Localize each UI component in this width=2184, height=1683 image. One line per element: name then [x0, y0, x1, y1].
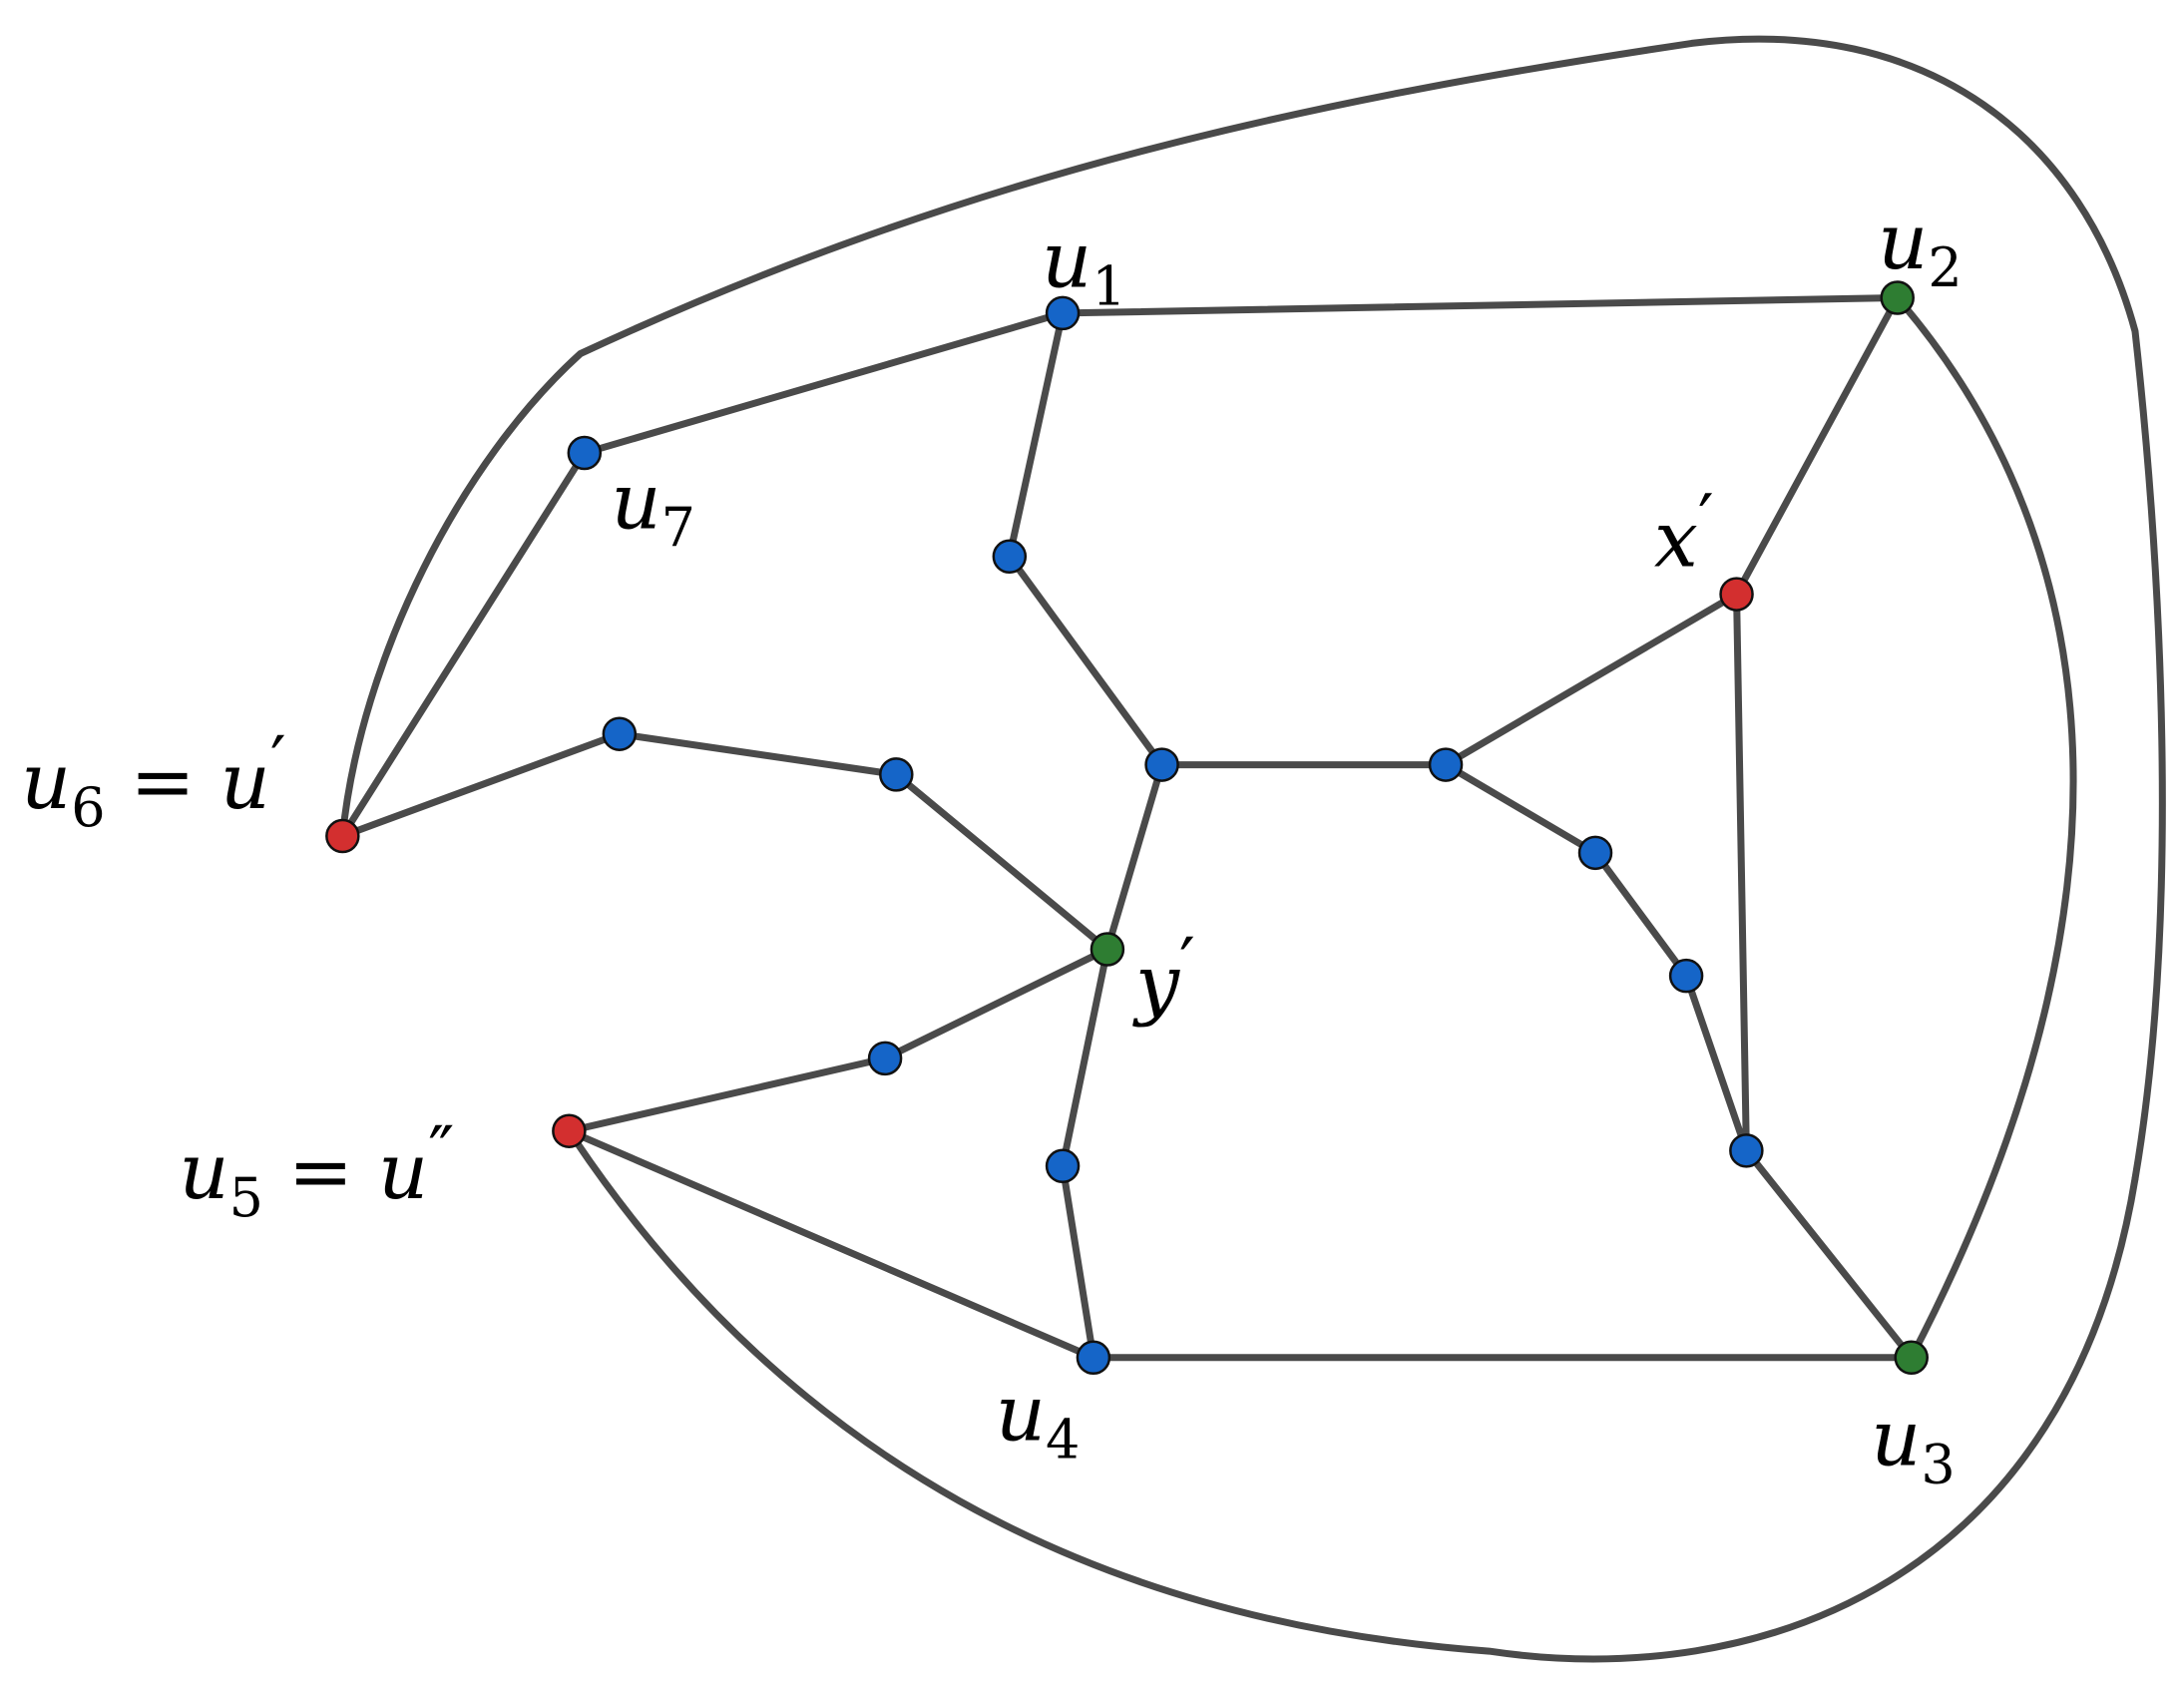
edge-b1-b2 — [616, 730, 900, 778]
edge-u1-u2 — [1059, 294, 1902, 317]
edge-u1-u7 — [581, 309, 1067, 457]
vertex-f1 — [1045, 1148, 1081, 1184]
edge-c2-x — [1442, 591, 1741, 769]
vertex-b1 — [602, 716, 638, 751]
vertex-u5 — [552, 1113, 587, 1148]
vertex-d2 — [1668, 958, 1704, 994]
vertex-u7 — [567, 435, 603, 471]
vertex-c2 — [1428, 747, 1464, 782]
label-u6: u6 = u′ — [21, 721, 286, 839]
vertex-u1 — [1045, 295, 1081, 331]
edge-u5-u3 — [565, 1127, 2139, 1663]
edge-u5-u4 — [565, 1127, 1097, 1362]
label-u1: u1 — [1042, 215, 1126, 317]
edge-d3-u3 — [1742, 1146, 1916, 1362]
vertex-b2 — [879, 757, 914, 792]
vertex-u3 — [1894, 1340, 1929, 1376]
vertex-u4 — [1076, 1340, 1111, 1376]
vertex-a1 — [992, 539, 1028, 575]
label-u7: u7 — [611, 458, 695, 560]
edge-c1-y — [1103, 761, 1166, 954]
vertex-d1 — [1577, 835, 1613, 871]
label-u2: u2 — [1878, 198, 1963, 299]
edge-u2-u3 — [1894, 294, 2077, 1362]
edge-a1-c1 — [1006, 553, 1166, 769]
vertex-c1 — [1144, 747, 1179, 782]
edge-u6-b1 — [338, 730, 624, 840]
labels-layer: u1 u2 u3 u4 u5 = u″ u6 = u′ u7 x′ y′ — [21, 198, 1963, 1496]
vertex-x — [1719, 577, 1754, 612]
vertex-u6 — [325, 818, 360, 854]
label-u5: u5 = u″ — [179, 1111, 454, 1229]
edge-u1-a1 — [1006, 309, 1067, 561]
edge-c2-d1 — [1442, 761, 1599, 857]
edge-d3-x — [1733, 591, 1750, 1154]
edge-b2-y — [892, 770, 1111, 954]
label-u4: u4 — [996, 1369, 1081, 1471]
edge-f1-u4 — [1059, 1162, 1097, 1362]
edges-layer — [338, 35, 2166, 1663]
edge-y-f1 — [1059, 946, 1111, 1170]
label-y: y′ — [1132, 923, 1195, 1029]
edge-x-u2 — [1733, 294, 1902, 599]
edge-u6-u2 — [338, 35, 2166, 1182]
edge-y-e1 — [881, 946, 1111, 1062]
vertex-d3 — [1729, 1133, 1764, 1168]
edge-e1-u5 — [565, 1054, 889, 1135]
edge-d2-d3 — [1682, 972, 1750, 1154]
vertex-u2 — [1880, 280, 1915, 315]
edge-d1-d2 — [1591, 849, 1690, 980]
vertices-layer — [325, 280, 1929, 1376]
edge-u7-u6 — [338, 449, 589, 840]
vertex-y — [1090, 932, 1125, 967]
vertex-e1 — [867, 1041, 903, 1076]
label-u3: u3 — [1871, 1395, 1956, 1496]
label-x: x′ — [1654, 480, 1714, 586]
